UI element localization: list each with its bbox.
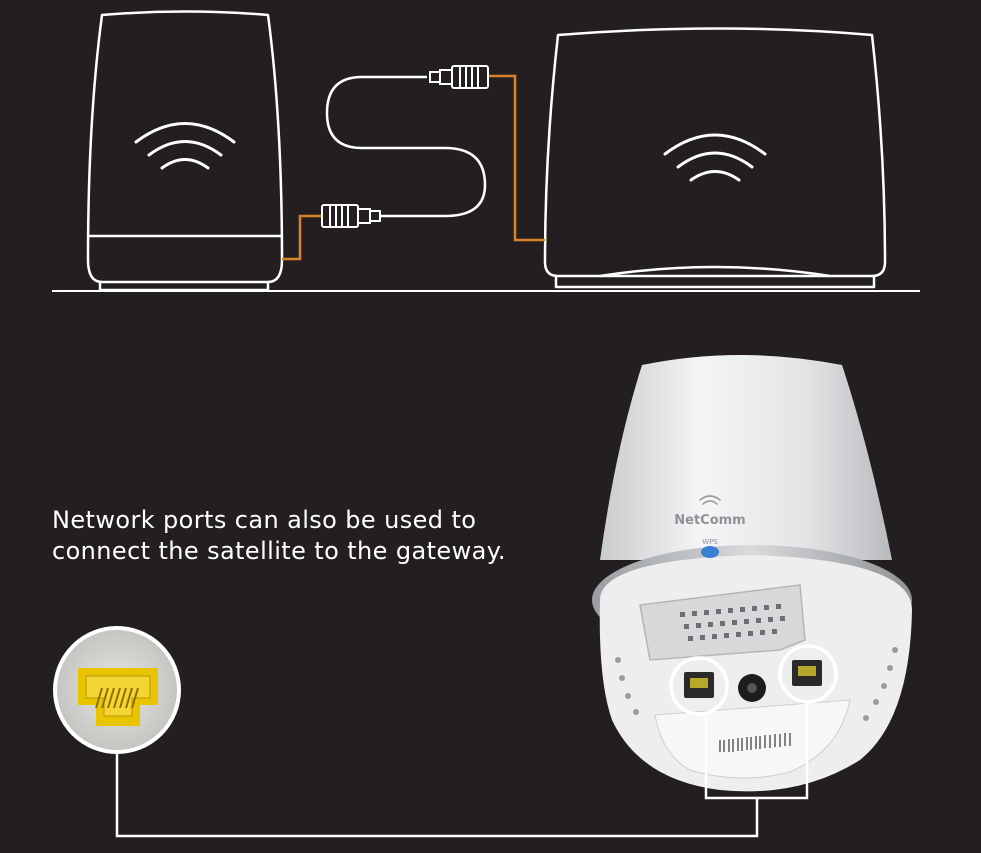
brand-logo: NetComm <box>674 513 745 528</box>
power-jack-pin <box>747 683 757 693</box>
callout-line <box>115 752 759 838</box>
wifi-icon <box>663 133 767 182</box>
wps-label: WPS <box>702 538 718 546</box>
wifi-icon <box>699 495 721 505</box>
port-highlight-left <box>669 656 729 716</box>
device-body <box>600 355 892 560</box>
wifi-icon <box>134 122 236 170</box>
caption-line-2: connect the satellite to the gateway. <box>52 537 506 565</box>
ethernet-plug-icon <box>321 204 381 228</box>
caption-text: Network ports can also be used to connec… <box>52 505 522 567</box>
ethernet-cable <box>325 75 487 218</box>
barcode <box>719 733 791 752</box>
vent-grille <box>680 604 785 641</box>
ethernet-port-icon <box>78 668 158 726</box>
satellite-device-outline <box>86 10 284 292</box>
ethernet-plug-icon <box>429 65 489 89</box>
vent-holes <box>615 647 898 721</box>
cable-accent-left <box>282 214 322 261</box>
wps-button[interactable] <box>701 546 719 558</box>
cable-accent-right <box>488 74 545 242</box>
caption-line-1: Network ports can also be used to <box>52 506 477 534</box>
gateway-device-outline <box>543 27 887 289</box>
device-label <box>654 699 851 779</box>
ethernet-port-icon <box>792 660 822 686</box>
ethernet-port-icon <box>684 672 714 698</box>
